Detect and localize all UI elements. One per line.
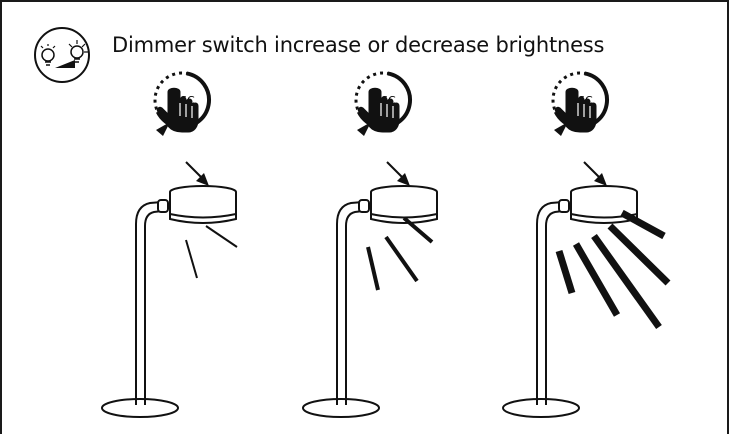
timer-dial-3: 3 SC: [549, 69, 612, 136]
desk-lamp-3: [503, 186, 637, 417]
light-rays-2: [368, 218, 432, 290]
dimmer-step-2: 3 SC: [303, 69, 437, 417]
light-rays-1: [186, 226, 237, 278]
desk-lamp-2: [303, 186, 437, 417]
dimmer-bulbs-icon: [35, 28, 89, 82]
down-arrow-1: [186, 162, 209, 186]
light-rays-3: [559, 213, 668, 327]
dimmer-step-3: 3 SC: [503, 69, 668, 417]
timer-dial-2: 3 SC: [352, 69, 415, 136]
down-arrow-3: [584, 162, 607, 186]
down-arrow-2: [387, 162, 410, 186]
desk-lamp-1: [102, 186, 236, 417]
dimmer-step-1: 3 SC: [102, 69, 237, 417]
timer-dial-1: 3 SC: [151, 69, 214, 136]
